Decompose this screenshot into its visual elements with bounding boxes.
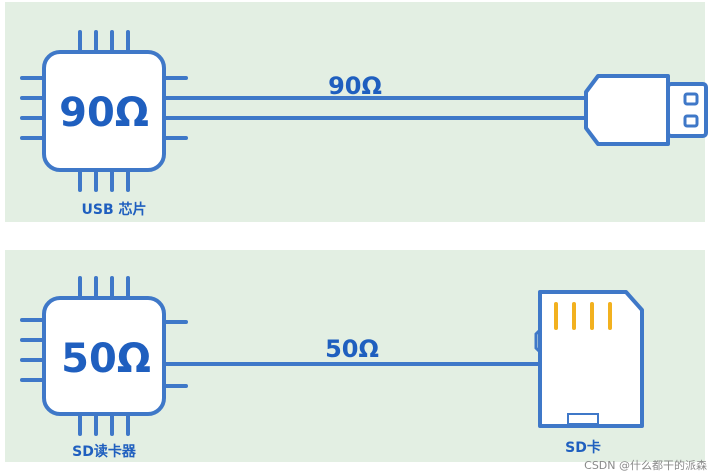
- sd-card-icon: [534, 290, 644, 428]
- sd-chip-value: 50Ω: [61, 336, 151, 382]
- usb-plug-icon: [584, 74, 708, 146]
- watermark: CSDN @什么都干的派森: [584, 459, 707, 472]
- sd-card-caption: SD卡: [565, 439, 601, 456]
- usb-chip: [20, 30, 188, 192]
- sd-chip-caption: SD读卡器: [72, 443, 137, 460]
- usb-chip-value: 90Ω: [59, 90, 149, 136]
- usb-trace-impedance: 90Ω: [328, 72, 382, 100]
- usb-chip-caption: USB 芯片: [82, 201, 147, 218]
- sd-reader-chip: [20, 276, 188, 436]
- sd-trace-impedance: 50Ω: [325, 335, 379, 363]
- usb-trace: [164, 96, 588, 120]
